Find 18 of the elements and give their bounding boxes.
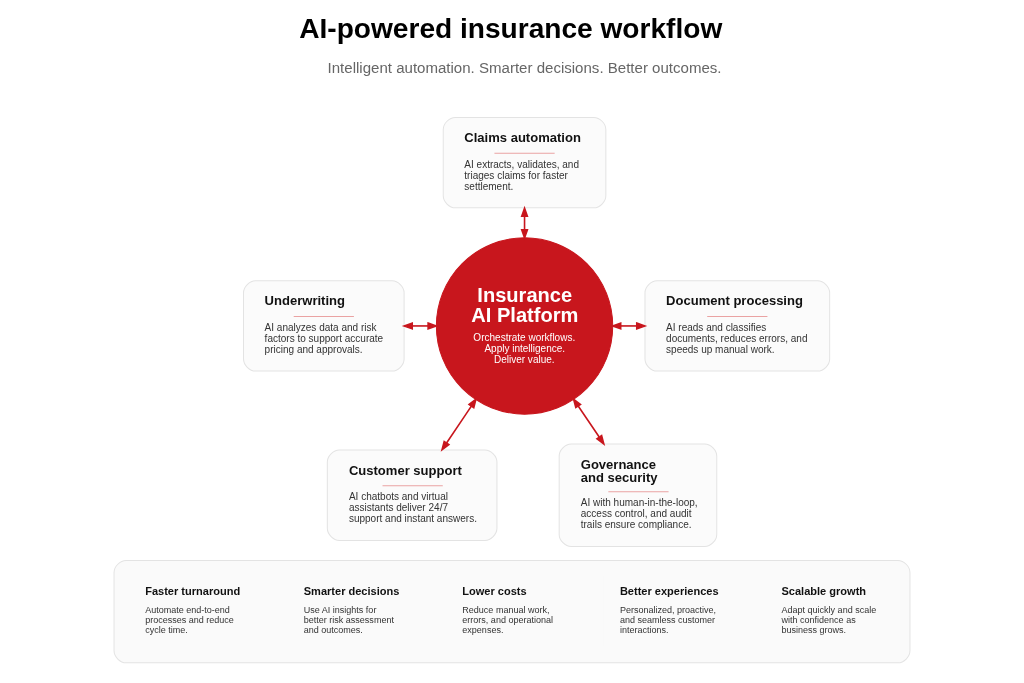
node-text: Scalable growth Adapt quickly and scale with confidence as business grows. bbox=[781, 585, 877, 635]
node-box: Customer support AI chatbots and virtual assistants deliver 24/7 support and instant answers. bbox=[326, 449, 498, 541]
node-text: Smarter decisions Use AI insights for better risk assessment and outcomes. bbox=[303, 585, 400, 635]
cluster bbox=[113, 560, 911, 664]
arrow bbox=[401, 322, 439, 330]
node-box: Document processing AI reads and classifies documents, reduces errors, and speeds up manual work. bbox=[644, 280, 831, 372]
label: Intelligent automation. Smarter decisions. Better outcomes. bbox=[327, 58, 722, 76]
node-text: Lower costs Reduce manual work, errors, and operational expenses. bbox=[462, 585, 554, 635]
node-box: Governance and security AI with human-in-the-loop, access control, and audit trails ensure compliance. bbox=[558, 443, 718, 547]
node-box: Claims automation AI extracts, validates, and triages claims for faster settlement. bbox=[442, 117, 607, 209]
node-box: Underwriting AI analyzes data and risk factors to support accurate pricing and approvals. bbox=[243, 280, 405, 372]
node-text: Faster turnaround Automate end-to-end processes and reduce cycle time. bbox=[145, 585, 241, 635]
diagram-title: AI-powered insurance workflow bbox=[299, 12, 723, 44]
node-text: Better experiences Personalized, proactive, and seamless customer interactions. bbox=[619, 585, 719, 635]
arrow bbox=[440, 397, 478, 452]
arrow bbox=[610, 322, 648, 330]
node-circle: Insurance AI Platform Orchestrate workflows. Apply intelligence. Deliver value. bbox=[435, 237, 614, 415]
arrow bbox=[572, 397, 606, 446]
